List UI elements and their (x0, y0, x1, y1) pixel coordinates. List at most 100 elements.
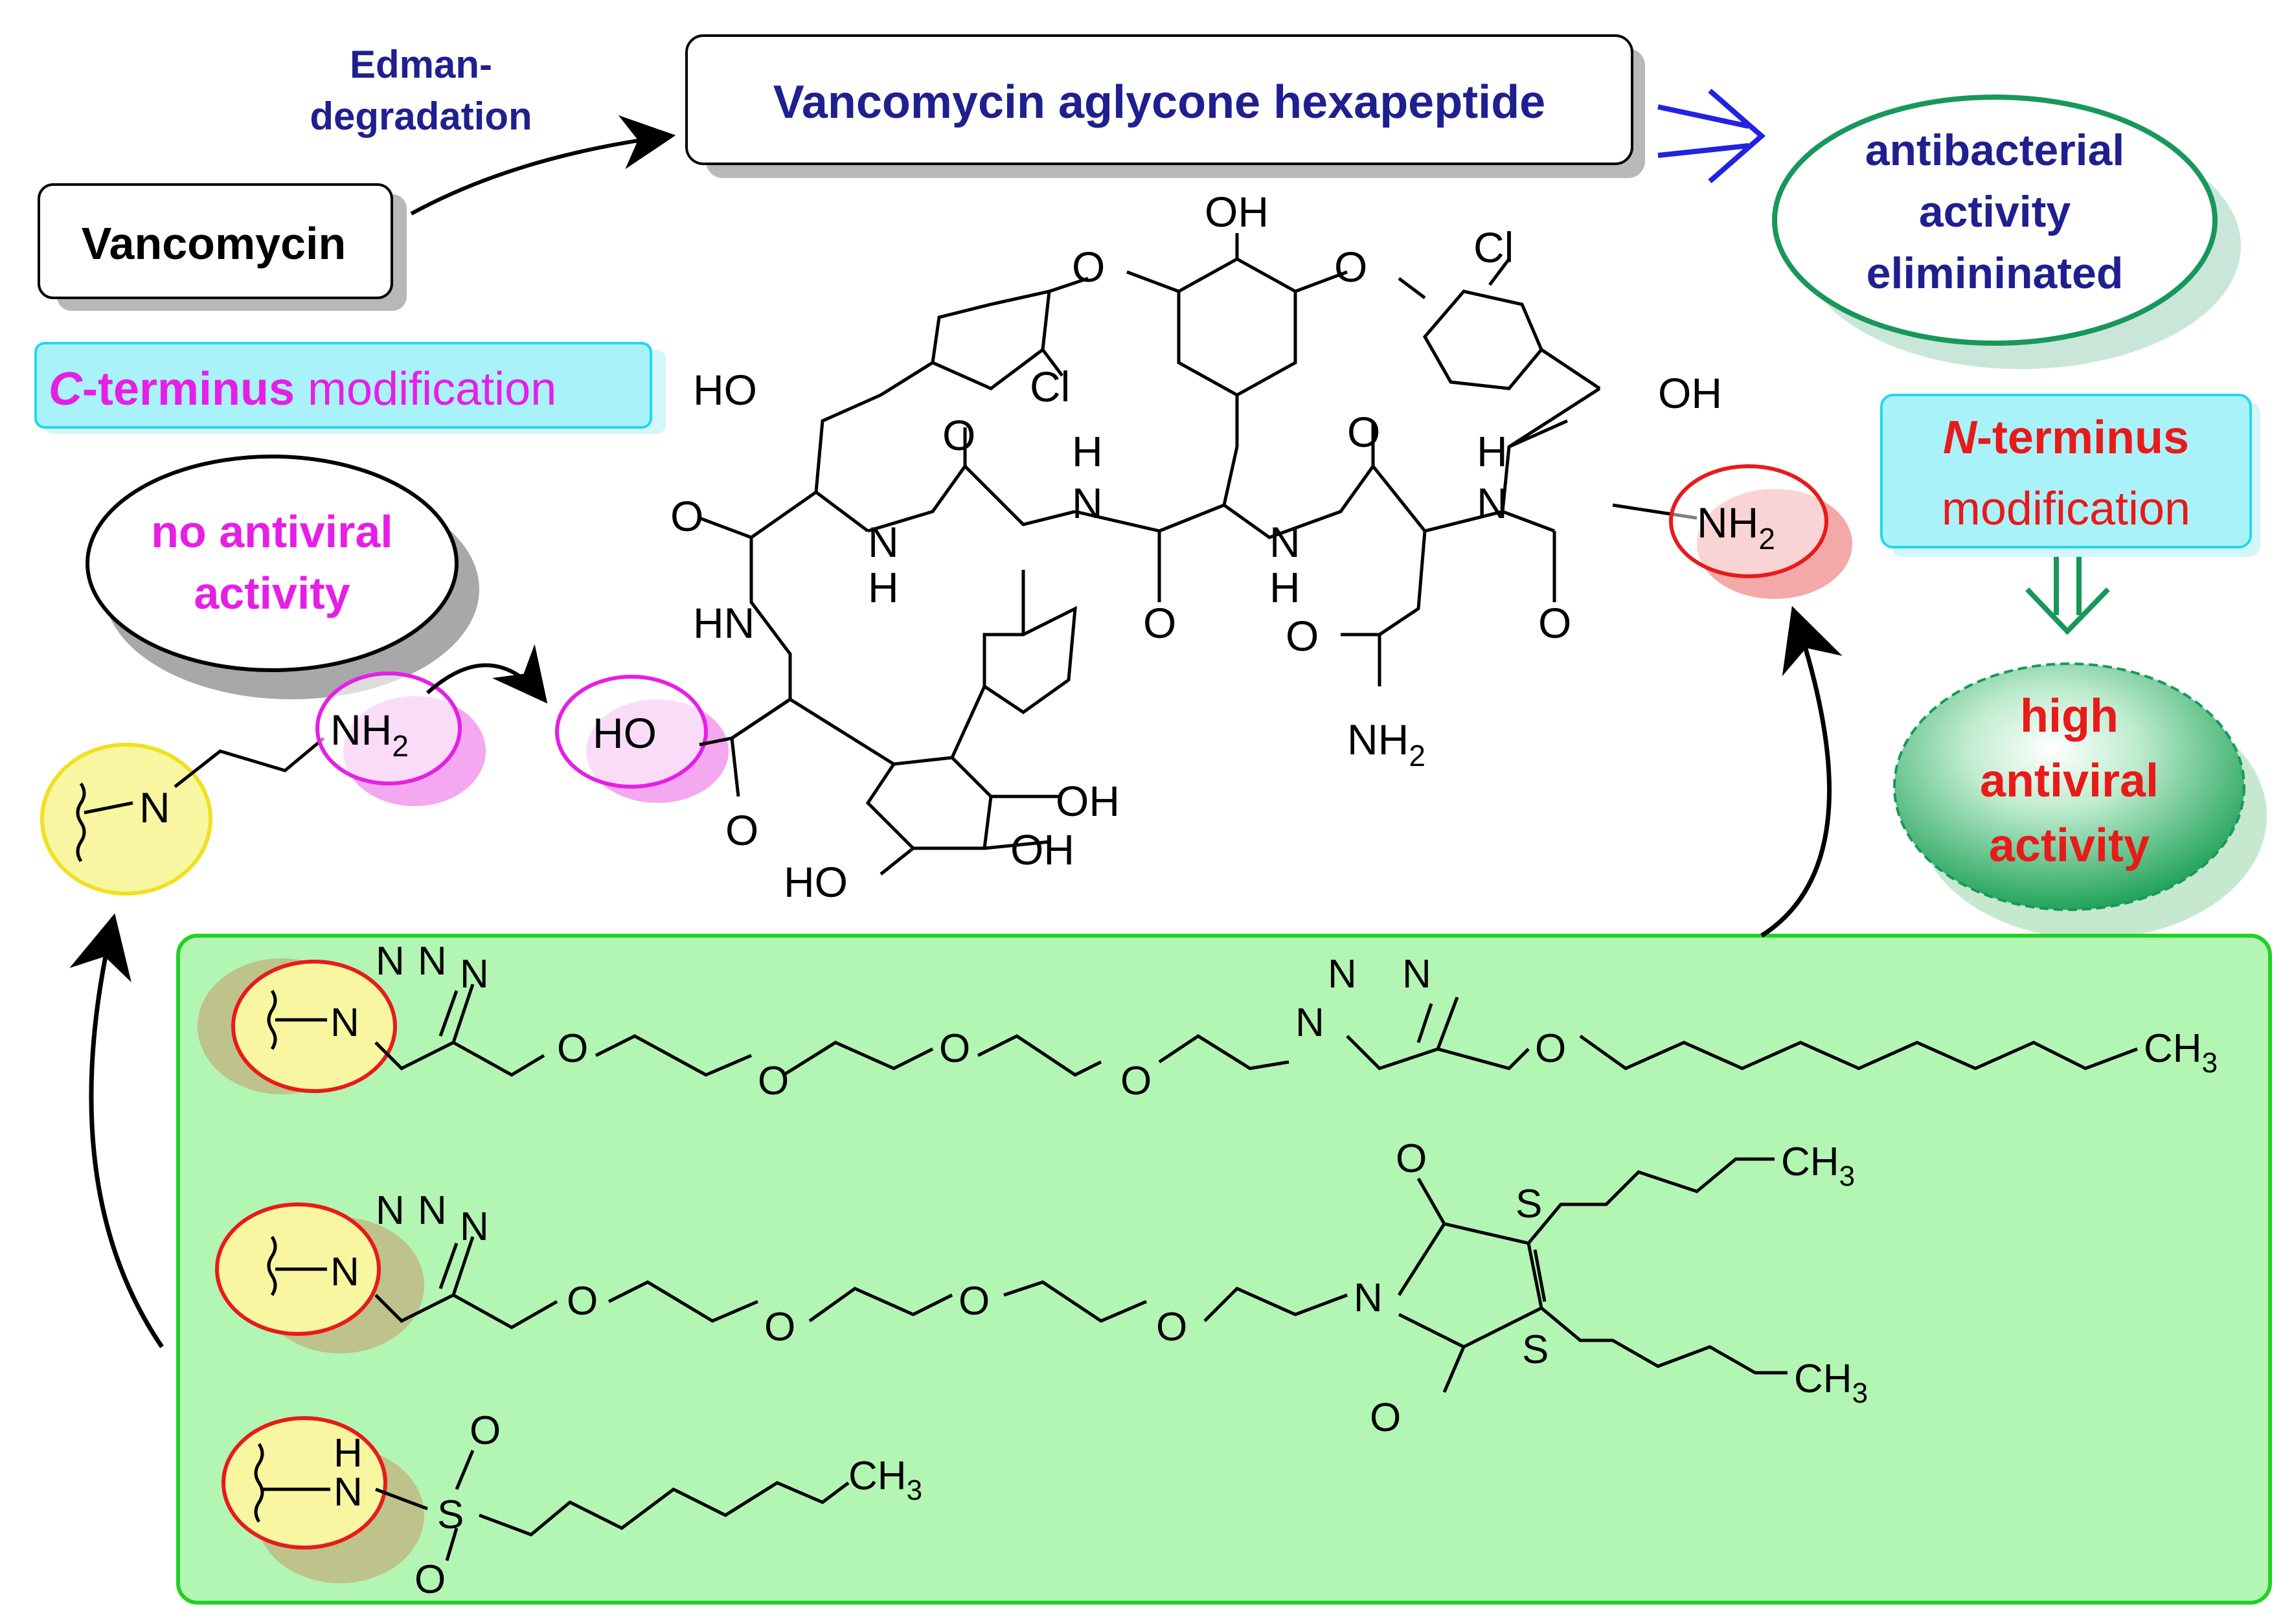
no-antiviral-line2: activity (194, 568, 350, 618)
to-n-terminus-arrow (1760, 605, 1843, 938)
mol-NH2-amide-text: NH (1347, 716, 1409, 763)
chain2-N2: N (418, 1188, 447, 1233)
mol-N1: N (1072, 479, 1103, 527)
chain2-O1: O (567, 1279, 598, 1324)
chain1-O4: O (1120, 1059, 1152, 1103)
mol-HO-left: HO (693, 366, 757, 414)
chain2-O2: O (764, 1305, 795, 1349)
chain2-N1: N (376, 1188, 405, 1233)
mol-H3: H (1269, 563, 1300, 611)
chain1-CH3-text: CH (2144, 1026, 2202, 1071)
to-c-terminus-arrow (69, 913, 164, 1348)
chain1-N4: N (1295, 1000, 1324, 1045)
mol-H2: H (868, 563, 899, 611)
c-coupling-arrow (426, 644, 548, 704)
chain2-S1: S (1516, 1182, 1542, 1226)
hexapeptide-label: Vancomycin aglycone hexapeptide (773, 76, 1545, 128)
c-nh2-text: NH (330, 706, 392, 754)
green-down-arrow (2025, 557, 2110, 635)
chain-2: N N N N O O O O N O O S S CH3 CH3 (215, 1136, 1868, 1440)
mol-NH2-main-text: NH (1697, 499, 1758, 547)
mol-O-top3: O (1347, 408, 1380, 456)
mol-O-left: O (1072, 243, 1105, 291)
c-nh2-ellipse (315, 671, 462, 785)
mol-HO-ring: HO (784, 858, 848, 906)
antibacterial-line2: activity (1919, 187, 2071, 236)
mol-O-right: O (1334, 243, 1367, 291)
c-terminus-italic: C (49, 363, 83, 415)
chain1-N5: N (1328, 952, 1357, 997)
mol-N2: N (868, 518, 899, 566)
mol-Cl-mid: Cl (1030, 363, 1070, 411)
mol-N4: N (1477, 479, 1508, 527)
n-terminus-bold: -terminus (1977, 412, 2189, 464)
mol-OH-right: OH (1658, 369, 1722, 417)
chain1-highlight (231, 960, 397, 1093)
c-nh2-sub: 2 (392, 729, 409, 763)
antibacterial-line3: elimininated (1867, 249, 2124, 298)
chain1-Nring: N (330, 1000, 359, 1045)
edman-label-line1: Edman- (350, 43, 492, 86)
high-antiviral-line3: activity (1989, 820, 2150, 872)
mol-HN-left: HN (693, 599, 755, 647)
chain3-N: N (334, 1470, 363, 1515)
c-terminus-label: C-terminus modification (49, 363, 556, 415)
mol-OH-top: OH (1205, 188, 1269, 236)
c-yellow-highlight (40, 743, 212, 896)
vancomycin-label: Vancomycin (82, 218, 346, 269)
chain2-CH3b-sub: 3 (1852, 1377, 1868, 1409)
chain1-N2: N (418, 939, 447, 984)
mol-H4: H (1477, 427, 1508, 475)
antibacterial-ellipse (1772, 95, 2218, 346)
chain1-O1: O (557, 1026, 588, 1071)
ring-central-top (1177, 257, 1297, 397)
molecule-labels: OH O O Cl Cl HO OH O O H N N H N H H N O… (593, 188, 1722, 906)
mol-OH-ring1: OH (1056, 777, 1120, 825)
n-modification-box (176, 934, 2272, 1605)
chain1-O3: O (939, 1026, 970, 1071)
n-terminus-label-box (1880, 394, 2252, 548)
chain1-O2: O (758, 1059, 789, 1103)
n-terminus-label-line2: modification (1942, 483, 2190, 535)
chain2-O3: O (959, 1279, 990, 1324)
chain1-N3: N (460, 952, 489, 997)
mol-O-carbonyl-left: O (670, 492, 703, 540)
mol-HO-acid: HO (593, 709, 657, 757)
mol-H1: H (1072, 427, 1103, 475)
mol-OH-ring2: OH (1010, 826, 1074, 874)
high-antiviral-line2: antiviral (1980, 755, 2159, 807)
chain2-CH3a: CH3 (1781, 1140, 1855, 1192)
antibacterial-line1: antibacterial (1865, 126, 2125, 175)
chain2-Nring: N (330, 1250, 359, 1294)
backbone-left (731, 393, 882, 740)
mol-O-amide-side: O (1286, 612, 1319, 660)
c-wavy-bond (76, 782, 86, 863)
chain3-CH3: CH3 (848, 1454, 922, 1506)
chain2-O-top: O (1396, 1136, 1427, 1181)
chain3-S: S (437, 1493, 464, 1537)
mol-NH2-amide: NH2 (1347, 716, 1425, 773)
mol-Cl-top: Cl (1473, 223, 1514, 271)
hexapeptide-box (685, 34, 1633, 165)
high-antiviral-ellipse (1893, 662, 2245, 911)
mol-NH2-amide-sub: 2 (1409, 739, 1425, 773)
vancomycin-aglycone-structure (699, 233, 1698, 875)
chain-3: H N S O O CH3 (221, 1408, 922, 1602)
chain2-O4: O (1156, 1305, 1187, 1349)
chain3-CH3-text: CH (848, 1454, 907, 1498)
chain1-O5: O (1535, 1026, 1566, 1071)
n-terminus-section: N-terminus modification high antiviral a… (1880, 394, 2267, 939)
mol-NH2-main-sub: 2 (1758, 522, 1775, 556)
edman-label-line2: degradation (310, 95, 532, 138)
blue-implies-arrow (1657, 88, 1766, 184)
n-nh2-ellipse (1669, 464, 1828, 578)
c-terminus-section: C-terminus modification no antiviral act… (34, 342, 729, 896)
chain2-N-imide: N (1354, 1276, 1383, 1320)
no-antiviral-line1: no antiviral (151, 506, 392, 557)
n-terminus-label-line1: N-terminus (1943, 412, 2189, 464)
n-nh2-highlight: NH2 (1669, 464, 1852, 599)
chain-1: N N N N O O O O N N N O CH3 (198, 939, 2218, 1103)
chain1-N6: N (1402, 952, 1431, 997)
chain2-CH3a-text: CH (1781, 1140, 1839, 1184)
ring-right-aryl (1422, 289, 1543, 390)
